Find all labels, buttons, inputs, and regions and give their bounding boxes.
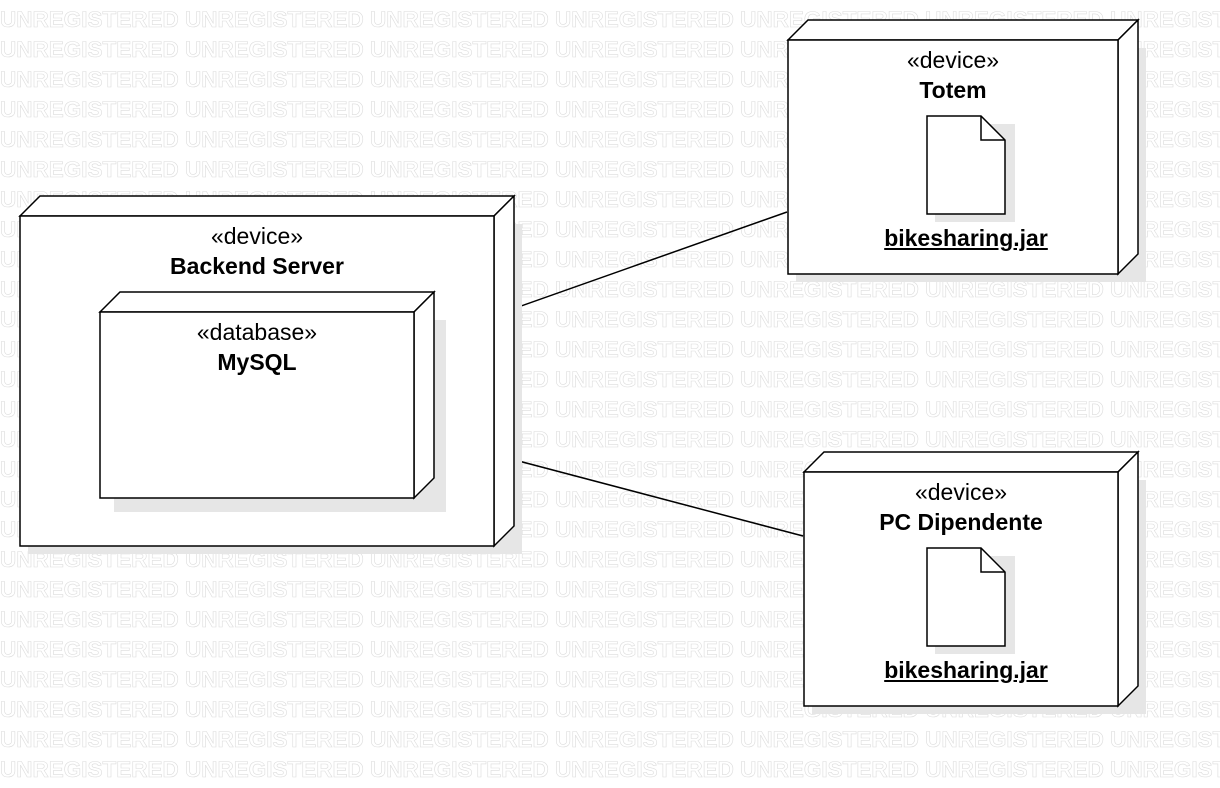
mysql-stereotype: «database» (196, 319, 318, 345)
mysql-name: MySQL (217, 349, 297, 375)
mysql-node[interactable] (98, 290, 446, 512)
file-icon (926, 115, 1015, 222)
file-icon (926, 547, 1015, 654)
pc-stereotype: «device» (914, 479, 1008, 505)
totem-stereotype: «device» (906, 47, 1000, 73)
totem-name: Totem (919, 77, 987, 103)
totem-node[interactable] (786, 18, 1146, 282)
backend-stereotype: «device» (210, 223, 304, 249)
totem-artifact-label[interactable]: bikesharing.jar (884, 225, 1048, 251)
backend-name: Backend Server (170, 253, 344, 279)
pc-name: PC Dipendente (879, 509, 1043, 535)
pc-artifact-label[interactable]: bikesharing.jar (884, 657, 1048, 683)
